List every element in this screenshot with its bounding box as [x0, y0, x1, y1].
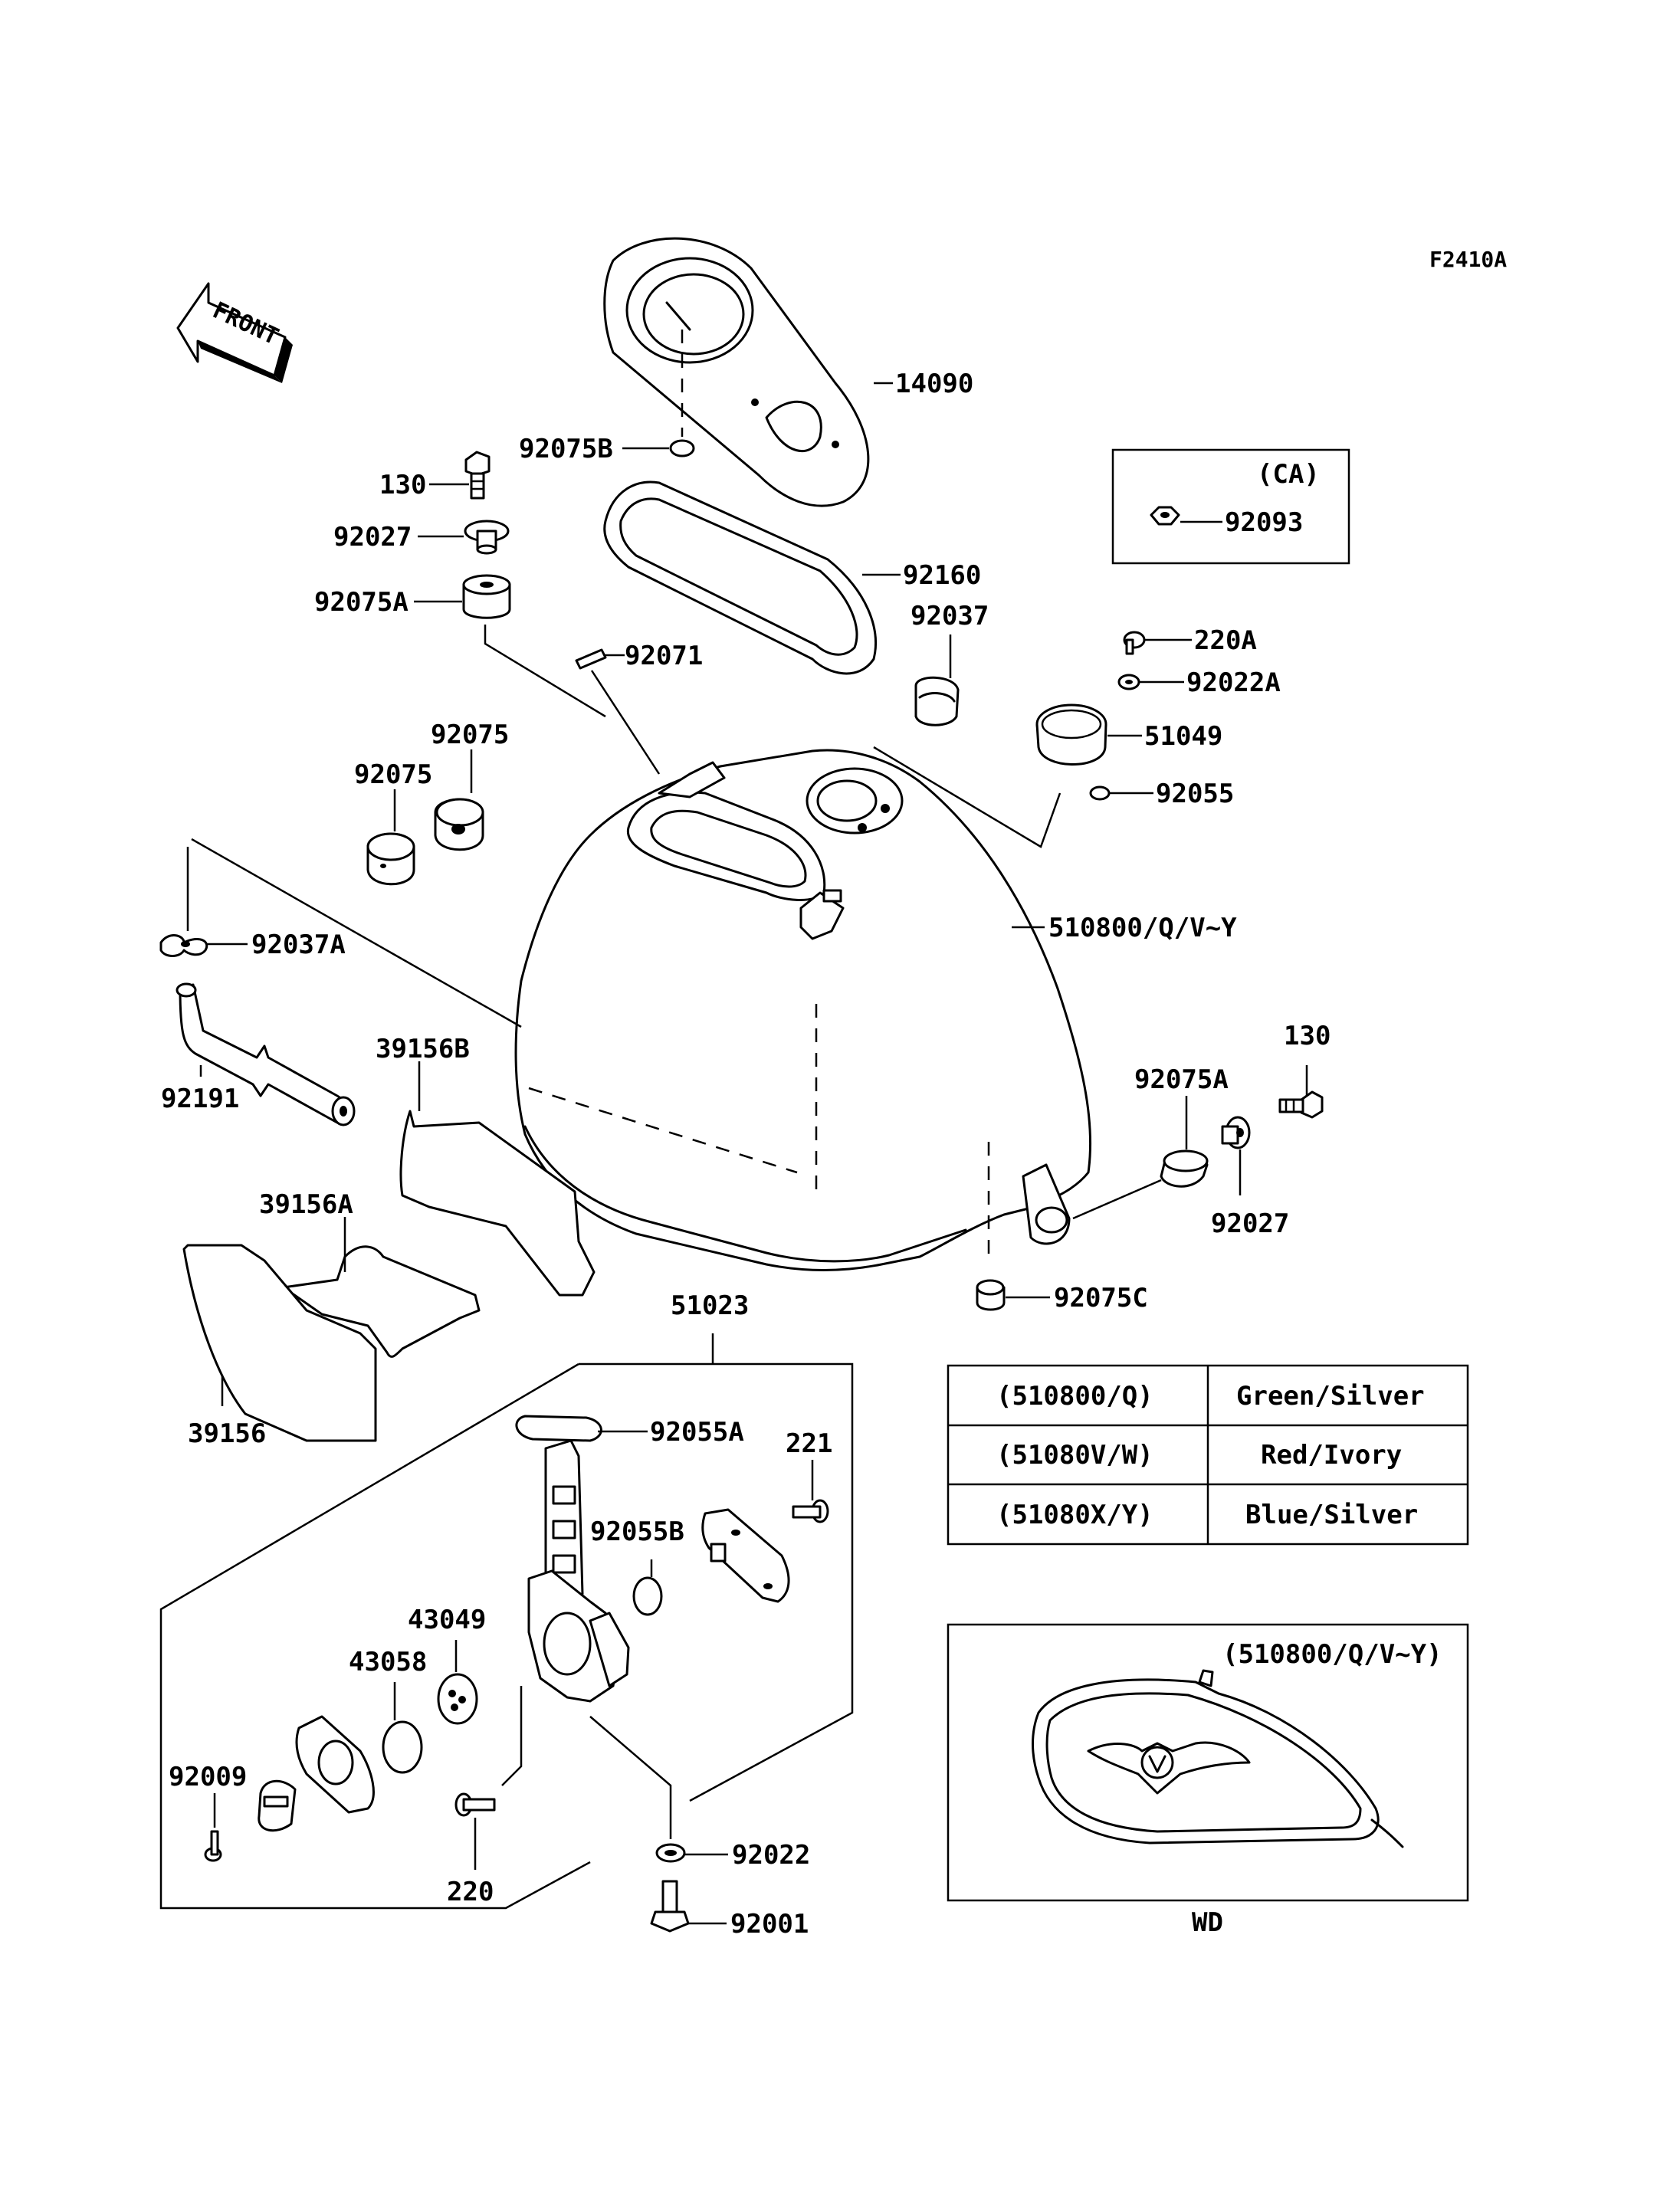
figure-code: F2410A — [1429, 247, 1507, 272]
gasket-92160 — [603, 480, 877, 675]
label-221: 221 — [786, 1428, 832, 1459]
label-92055B: 92055B — [590, 1517, 684, 1547]
label-92022: 92022 — [732, 1840, 810, 1871]
label-220: 220 — [447, 1877, 494, 1907]
fuel-tank-510800 — [514, 749, 1092, 1271]
label-92037A: 92037A — [251, 930, 346, 960]
color-table-color-2: Red/Ivory — [1261, 1440, 1402, 1471]
label-92075-a: 92075 — [354, 759, 432, 790]
screw-221 — [792, 1499, 829, 1523]
ca-title: (CA) — [1257, 459, 1320, 490]
color-table-model-3: (51080X/Y) — [996, 1500, 1153, 1530]
label-39156: 39156 — [188, 1418, 266, 1449]
label-39156B: 39156B — [376, 1034, 470, 1064]
hose-92191 — [176, 982, 356, 1126]
clamp-92037 — [914, 676, 960, 726]
fuel-cock-body — [527, 1439, 630, 1703]
label-92075-b: 92075 — [431, 720, 509, 750]
label-510800: 510800/Q/V~Y — [1048, 913, 1237, 943]
label-220A: 220A — [1194, 625, 1257, 656]
fuel-cock-cover-plate — [701, 1508, 790, 1603]
inset-box: (510800/Q/V~Y) WD — [947, 1623, 1469, 1938]
ca-part: 92093 — [1225, 507, 1303, 538]
oring-43058 — [382, 1720, 423, 1774]
damper-92075A-right — [1160, 1149, 1209, 1188]
collar-92027-right — [1221, 1116, 1251, 1149]
screw-220 — [454, 1792, 496, 1817]
label-14090: 14090 — [895, 369, 973, 399]
damper-92075-left — [366, 832, 415, 886]
bolt-130-top — [464, 451, 491, 500]
label-92027-top: 92027 — [333, 522, 412, 553]
label-51049: 51049 — [1144, 721, 1222, 752]
color-table-color-1: Green/Silver — [1236, 1381, 1425, 1412]
bolt-130-right — [1278, 1090, 1324, 1119]
screw-220A — [1123, 631, 1146, 655]
gasket-92055A — [515, 1415, 602, 1442]
fuel-cock-seal-plate — [295, 1715, 375, 1814]
color-table-model-1: (510800/Q) — [996, 1381, 1153, 1412]
label-92001: 92001 — [730, 1909, 809, 1940]
ca-box — [1111, 448, 1350, 565]
color-table-color-3: Blue/Silver — [1245, 1500, 1418, 1530]
filter-43049 — [437, 1673, 478, 1725]
label-92055: 92055 — [1156, 779, 1234, 809]
label-92071: 92071 — [625, 641, 703, 671]
color-table: (510800/Q) Green/Silver (51080V/W) Red/I… — [947, 1364, 1469, 1546]
label-43058: 43058 — [349, 1647, 427, 1677]
label-92075A-top: 92075A — [314, 587, 409, 618]
clip-92037A — [159, 934, 208, 957]
color-table-model-2: (51080V/W) — [996, 1440, 1153, 1471]
oring-92055B — [632, 1576, 663, 1616]
label-92055A: 92055A — [650, 1417, 744, 1448]
label-92009: 92009 — [169, 1762, 247, 1792]
clip-92071 — [575, 648, 607, 670]
label-39156A: 39156A — [259, 1189, 353, 1220]
pad-39156B — [399, 1110, 596, 1297]
label-92027-right: 92027 — [1211, 1208, 1289, 1239]
label-43049: 43049 — [408, 1605, 486, 1635]
label-92160: 92160 — [903, 560, 981, 591]
inset-title: (510800/Q/V~Y) — [1222, 1639, 1442, 1670]
screw-92009 — [204, 1830, 222, 1862]
oring-92055 — [1089, 785, 1111, 801]
inset-caption: WD — [1192, 1907, 1223, 1938]
damper-92075C — [976, 1279, 1006, 1311]
label-130-top: 130 — [379, 470, 426, 500]
grommet-92075B — [669, 439, 695, 457]
label-92037: 92037 — [911, 601, 989, 631]
label-51023: 51023 — [671, 1290, 749, 1321]
damper-92075-right — [434, 798, 484, 851]
collar-92027-top — [464, 520, 510, 555]
damper-92075A-top — [462, 574, 511, 619]
label-92191: 92191 — [161, 1084, 239, 1114]
tank-cap-51049 — [1035, 703, 1107, 766]
label-92075B: 92075B — [519, 434, 613, 464]
label-92075A-right: 92075A — [1134, 1064, 1229, 1095]
label-130-right: 130 — [1284, 1021, 1331, 1051]
label-92022A: 92022A — [1186, 667, 1281, 698]
nut-92093 — [1150, 506, 1180, 526]
knob-92009 — [258, 1779, 297, 1832]
bolt-92001 — [650, 1880, 690, 1933]
front-arrow-icon: FRONT — [176, 282, 293, 383]
pad-39156A — [282, 1245, 481, 1358]
meter-cover-14090 — [603, 237, 870, 507]
label-92075C: 92075C — [1054, 1283, 1148, 1313]
pad-39156 — [182, 1244, 377, 1442]
